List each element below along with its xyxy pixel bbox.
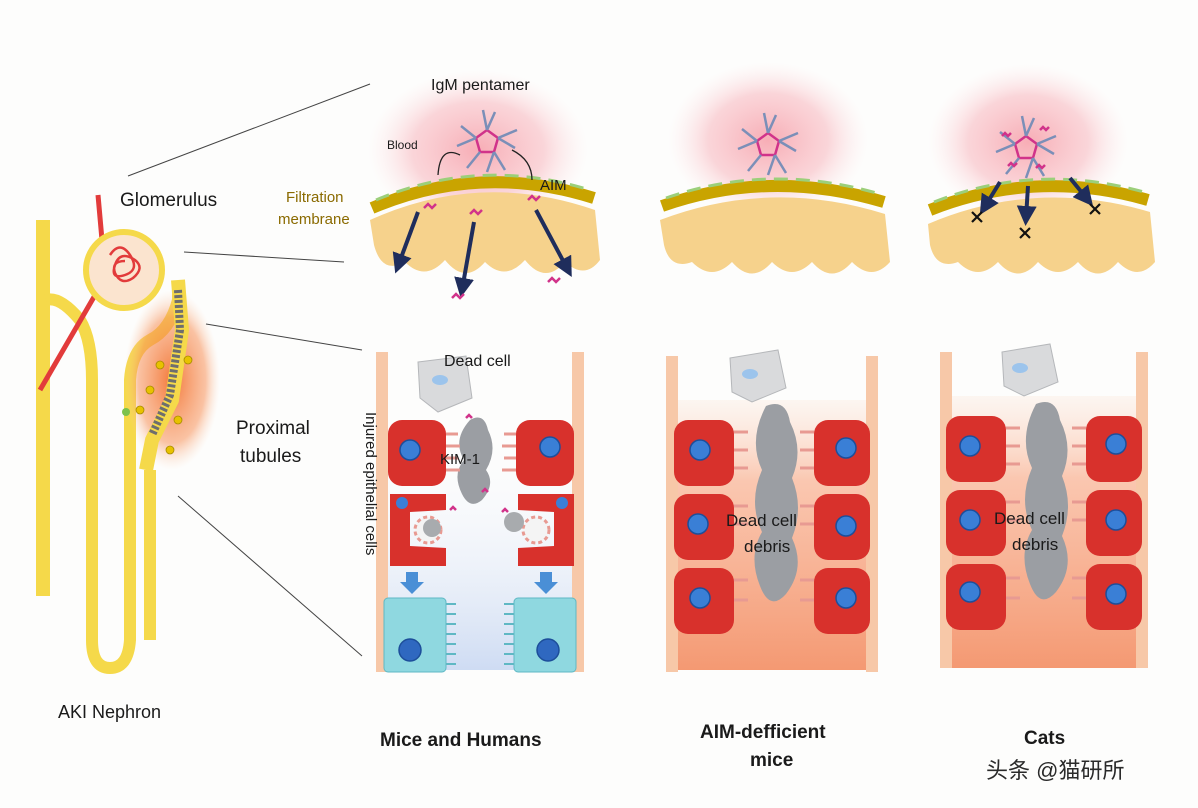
capillary-tuft [108, 246, 141, 283]
panel-title-mice-humans: Mice and Humans [380, 730, 542, 751]
filtration-panel-mice [368, 70, 600, 300]
debris-label-line1: Dead cell [726, 511, 797, 530]
filtration-membrane [369, 176, 596, 214]
aki-nephron-label: AKI Nephron [58, 702, 161, 722]
nephron-illustration [36, 83, 371, 675]
panel-title-aim-deficient-line1: AIM-defficient [700, 722, 826, 743]
proximal-label-line1: Proximal [236, 418, 310, 439]
connector-line [127, 83, 371, 177]
glomerulus-label: Glomerulus [120, 190, 217, 211]
tubule-panel-mice [376, 352, 584, 673]
dead-cell-label: Dead cell [444, 353, 511, 370]
debris-cats-label-line1: Dead cell [994, 509, 1065, 528]
panel-title-cats: Cats [1024, 728, 1065, 749]
dead-cell [417, 355, 473, 413]
tubule-panel-aim-deficient [666, 349, 878, 672]
igm-pentamer [737, 112, 799, 176]
phagocytic-cell [518, 494, 574, 566]
filtration-label-line2: membrane [278, 211, 350, 228]
debris-label-line2: debris [744, 537, 790, 556]
proximal-label-line2: tubules [240, 446, 301, 467]
debris-cats-label-line2: debris [1012, 535, 1058, 554]
kim1-label: KIM-1 [440, 451, 480, 468]
proximal-tubule [139, 279, 190, 472]
dead-cell [729, 349, 787, 403]
connector-line [205, 323, 363, 351]
panel-title-aim-deficient-line2: mice [750, 750, 793, 771]
watermark-text: 头条 @猫研所 [986, 758, 1124, 783]
filtration-label-line1: Filtration [286, 189, 344, 206]
debris-column [1024, 402, 1068, 600]
dead-cell [1001, 343, 1059, 397]
aim-label: AIM [540, 177, 567, 194]
phagocytic-cell [390, 494, 446, 566]
collecting-duct [36, 220, 50, 596]
connector-line [183, 251, 345, 263]
filtration-panel-aim-deficient [660, 62, 890, 274]
blood-label: Blood [387, 138, 418, 152]
debris-column [754, 404, 798, 602]
connector-line [177, 495, 363, 657]
glomerulus-capsule [83, 229, 165, 311]
igm-pentamer [456, 109, 518, 173]
igm-pentamer-label: IgM pentamer [431, 77, 530, 94]
injured-cells-label: Injured epithelial cells [362, 412, 379, 555]
regenerated-cell [383, 597, 447, 673]
filtration-panel-cats [927, 64, 1155, 274]
tubule-panel-cats [940, 343, 1148, 668]
